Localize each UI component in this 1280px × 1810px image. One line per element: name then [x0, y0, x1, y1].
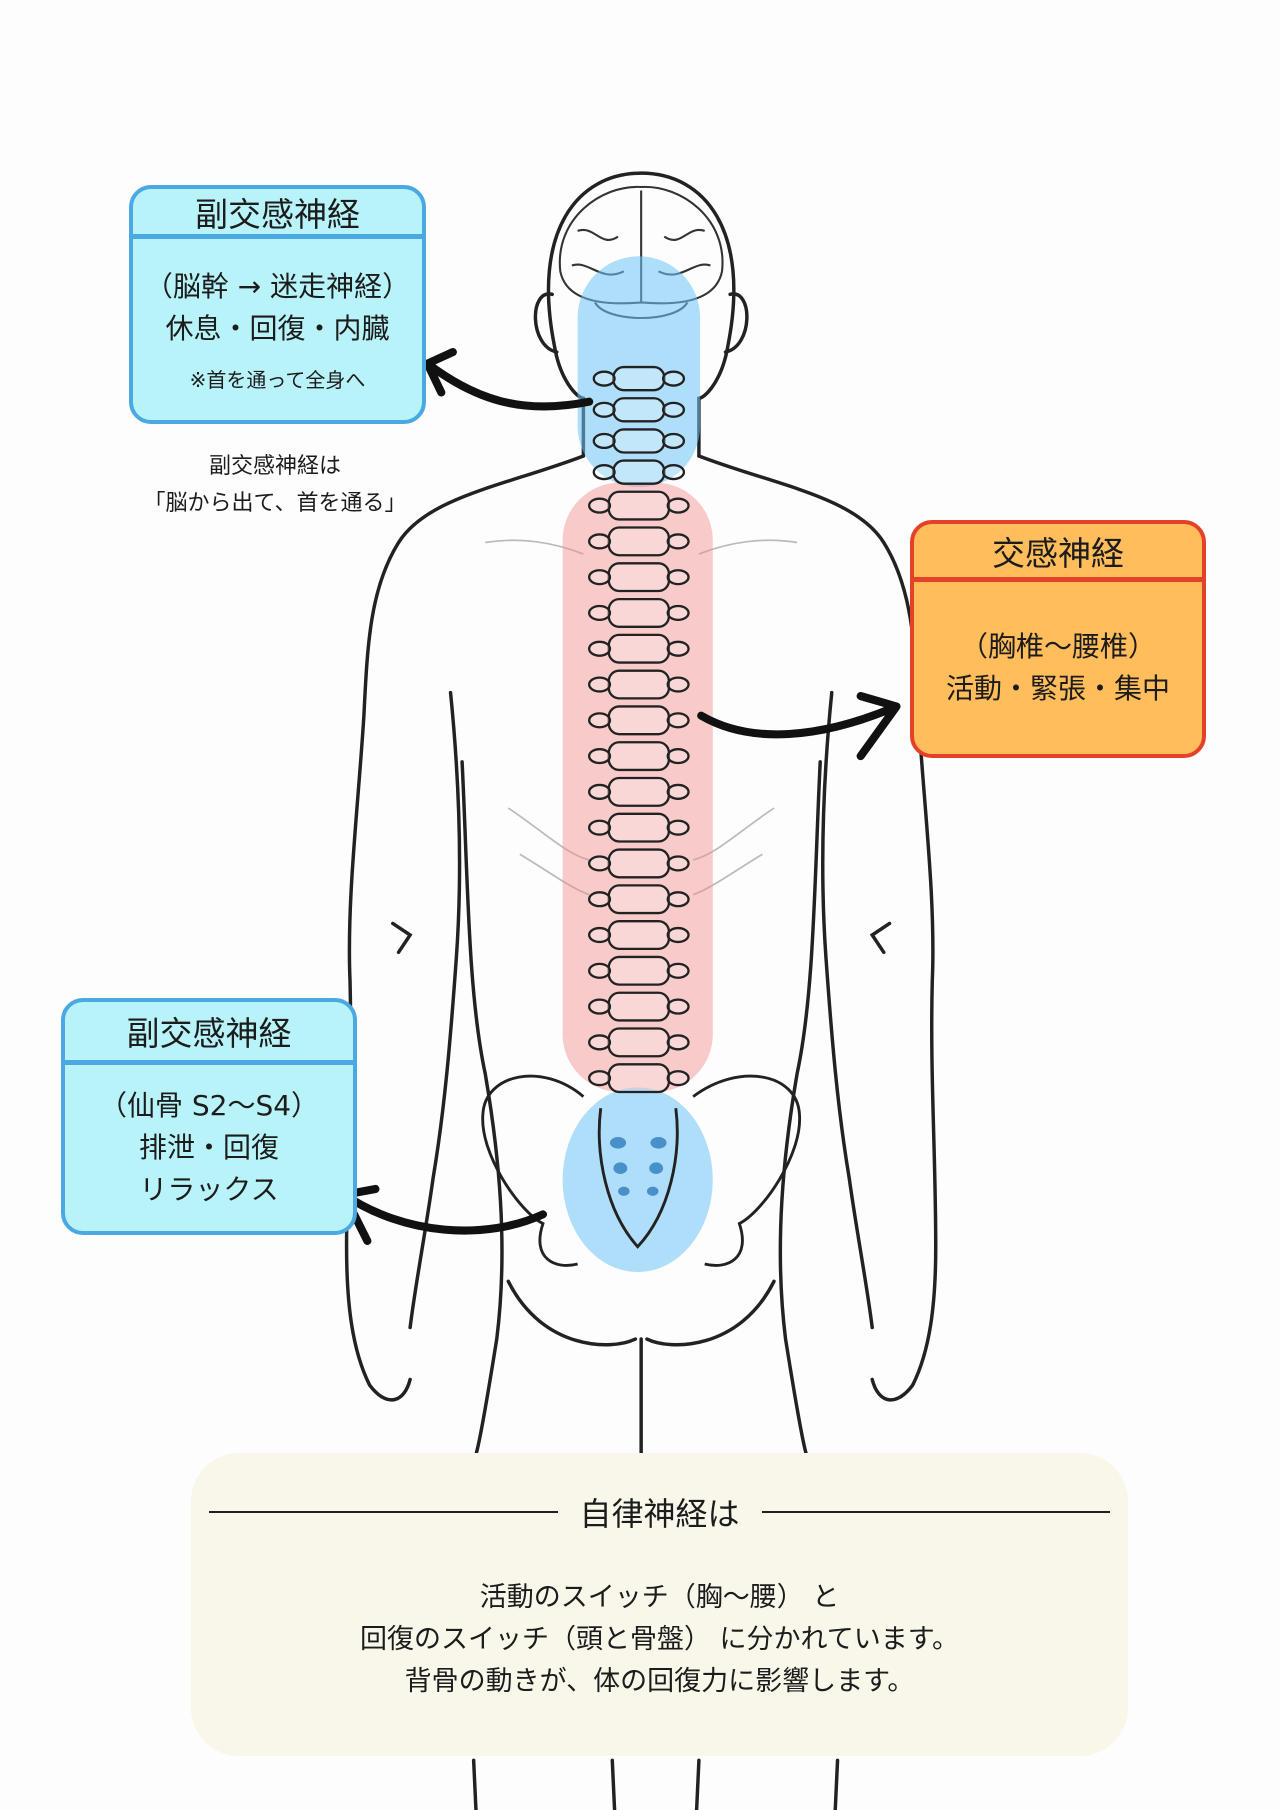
pelvis [481, 1074, 801, 1267]
vertebra [612, 459, 666, 485]
vertebra-process [661, 432, 686, 450]
vertebra-process [592, 464, 616, 481]
vertebra-process [588, 748, 612, 765]
vertebra-process [666, 497, 690, 514]
vertebra-process [588, 819, 612, 836]
vertebra-process [666, 604, 690, 622]
vertebra-process [588, 926, 612, 944]
vertebra [612, 428, 666, 454]
arrow-to-sympathetic [697, 692, 901, 761]
vertebra-process [666, 926, 690, 944]
vertebra-process [588, 712, 612, 729]
box-line: リラックス [139, 1173, 279, 1206]
vertebra [612, 397, 666, 423]
vertebra-process [588, 676, 612, 693]
divider [761, 1511, 1111, 1513]
vertebra [607, 776, 671, 807]
box-title: 副交感神経 [65, 1002, 353, 1065]
vertebra [607, 955, 671, 986]
vertebra-process [661, 401, 686, 418]
vertebra-process [661, 464, 686, 481]
vertebra-process [592, 432, 616, 450]
summary-title: 自律神経は [579, 1495, 740, 1533]
vertebra [607, 562, 671, 593]
vertebra-process [666, 891, 690, 908]
vertebra-process [666, 855, 690, 872]
box-line: 排泄・回復 [138, 1131, 279, 1164]
vertebra-process [666, 819, 690, 836]
vertebra [607, 1063, 671, 1094]
parasympathetic-brainstem-box: 副交感神経 （脳幹 → 迷走神経） 休息・回復・内臓 ※首を通って全身へ [129, 185, 426, 424]
vertebra [607, 848, 671, 879]
vertebra-process [666, 1034, 690, 1051]
vertebra-process [588, 533, 612, 550]
vertebra-process [592, 401, 616, 418]
vertebra-process [588, 1034, 612, 1051]
vertebra-process [666, 712, 690, 729]
vertebra-process [588, 569, 612, 586]
vertebra-process [588, 783, 612, 800]
sacral-foramina [609, 1137, 667, 1196]
vertebra-process [666, 748, 690, 765]
vertebra-process [588, 1070, 612, 1087]
box-line: 活動・緊張・集中 [945, 672, 1170, 705]
vertebra [607, 1027, 671, 1058]
parasympathetic-caption: 副交感神経は 「脳から出て、首を通る」 [100, 448, 450, 522]
spine-vertebrae [588, 365, 690, 1094]
summary-line: 活動のスイッチ（胸〜腰） と [479, 1582, 840, 1613]
vertebra-process [666, 569, 690, 586]
muscle-lines [485, 539, 798, 896]
vertebra-process [588, 998, 612, 1015]
vertebra [607, 991, 671, 1022]
divider [209, 1511, 558, 1513]
vertebra-process [661, 370, 686, 387]
vertebra [607, 633, 671, 664]
vertebra-process [588, 855, 612, 872]
box-line: （仙骨 S2〜S4） [98, 1089, 320, 1122]
vertebra [612, 365, 666, 392]
vertebra [607, 526, 671, 557]
arrow-to-top-parasympathetic [423, 348, 594, 411]
vertebra [607, 597, 671, 628]
vertebra [607, 812, 671, 843]
box-line: 休息・回復・内臓 [165, 312, 390, 345]
vertebra-process [588, 962, 612, 979]
vertebra [607, 669, 671, 700]
summary-panel: 自律神経は 活動のスイッチ（胸〜腰） と 回復のスイッチ（頭と骨盤） に分かれて… [191, 1453, 1128, 1756]
vertebra-process [588, 640, 612, 657]
vertebra-process [666, 783, 690, 800]
summary-line: 回復のスイッチ（頭と骨盤） に分かれています。 [359, 1624, 960, 1655]
vertebra-process [666, 676, 690, 693]
vertebra [607, 920, 671, 951]
vertebra-process [666, 533, 690, 550]
vertebra-process [588, 891, 612, 908]
vertebra-process [592, 370, 616, 387]
summary-line: 背骨の動きが、体の回復力に影響します。 [404, 1666, 915, 1697]
box-line: （胸椎〜腰椎） [959, 630, 1156, 663]
cervical-highlight [577, 256, 701, 488]
vertebra-process [588, 604, 612, 622]
box-note: ※首を通って全身へ [189, 368, 366, 392]
vertebra [607, 705, 671, 736]
thoracic-lumbar-highlight [562, 482, 713, 1093]
parasympathetic-sacral-box: 副交感神経 （仙骨 S2〜S4） 排泄・回復 リラックス [61, 998, 357, 1235]
vertebra-process [666, 998, 690, 1015]
caption-line: 「脳から出て、首を通る」 [143, 491, 407, 516]
vertebra-process [588, 497, 612, 514]
sacral-highlight [562, 1087, 713, 1273]
vertebra-process [666, 1070, 690, 1087]
box-title: 交感神経 [914, 524, 1202, 582]
vertebra-process [666, 962, 690, 979]
sympathetic-box: 交感神経 （胸椎〜腰椎） 活動・緊張・集中 [910, 520, 1206, 758]
caption-line: 副交感神経は [208, 454, 341, 479]
vertebra [607, 741, 671, 772]
vertebra [607, 490, 671, 521]
box-title: 副交感神経 [133, 189, 422, 239]
vertebra-process [666, 640, 690, 657]
vertebra [607, 884, 671, 915]
box-line: （脳幹 → 迷走神経） [144, 270, 411, 303]
